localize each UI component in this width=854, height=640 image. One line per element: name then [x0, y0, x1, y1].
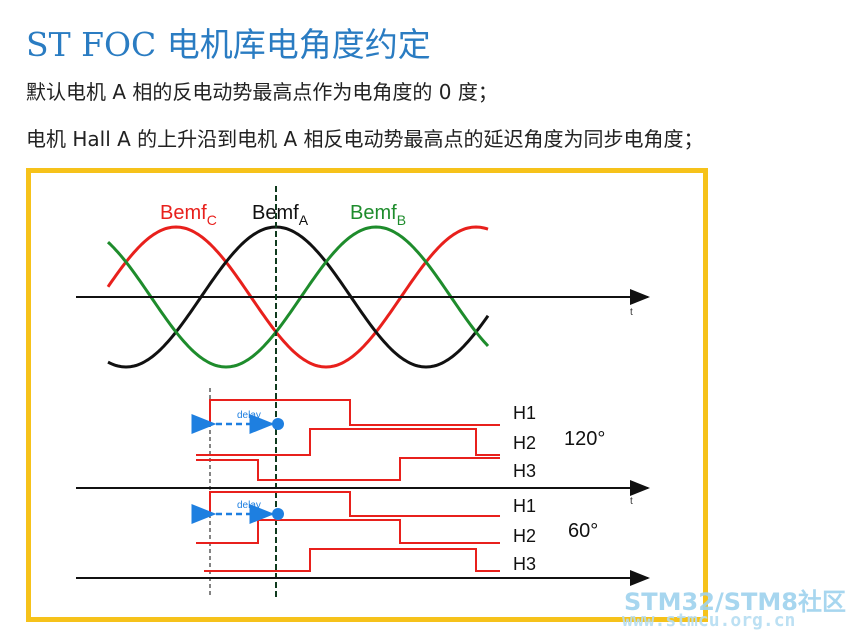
bemf-b-label: BemfB: [350, 202, 406, 228]
hall-120-h3-label: H3: [513, 461, 536, 481]
hall-60-delay-dot: [272, 508, 284, 520]
page-title: ST FOC 电机库电角度约定: [26, 25, 431, 64]
bemf-c-label: BemfC: [160, 202, 217, 228]
hall-120-h3-signal: [196, 457, 500, 481]
hall-120-delay-label: delay: [237, 410, 261, 421]
watermark-url: www.stmcu.org.cn: [622, 610, 796, 631]
hall-60-h2-label: H2: [513, 526, 536, 546]
hall-60-h3-label: H3: [513, 554, 536, 574]
description-line-1: 默认电机 A 相的反电动势最高点作为电角度的 0 度；: [26, 80, 498, 104]
bemf-c-waveform: [106, 225, 489, 369]
hall-120-delay-dot: [272, 418, 284, 430]
hall-120-h1-label: H1: [513, 403, 536, 423]
hall-60-h1-label: H1: [513, 496, 536, 516]
hall-60-delay-label: delay: [237, 500, 261, 511]
watermark-site-name: STM32/STM8社区: [624, 588, 846, 616]
hall-60-h2-signal: [196, 519, 500, 544]
hall-120-h2-label: H2: [513, 433, 536, 453]
bemf-a-label: BemfA: [252, 202, 309, 228]
bemf-a-waveform: [107, 225, 490, 369]
hall-120-h2-signal: [196, 428, 500, 456]
diagram-frame: [26, 168, 708, 622]
bemf-b-waveform: [106, 225, 490, 369]
hall-60-angle-label: 60°: [568, 520, 598, 542]
hall-60-h3-signal: [204, 548, 500, 572]
hall-axis-t-label: t: [630, 496, 633, 507]
description-line-2: 电机 Hall A 的上升沿到电机 A 相反电动势最高点的延迟角度为同步电角度；: [26, 127, 704, 151]
hall-120-angle-label: 120°: [564, 428, 605, 450]
bemf-axis-t-label: t: [630, 307, 633, 318]
